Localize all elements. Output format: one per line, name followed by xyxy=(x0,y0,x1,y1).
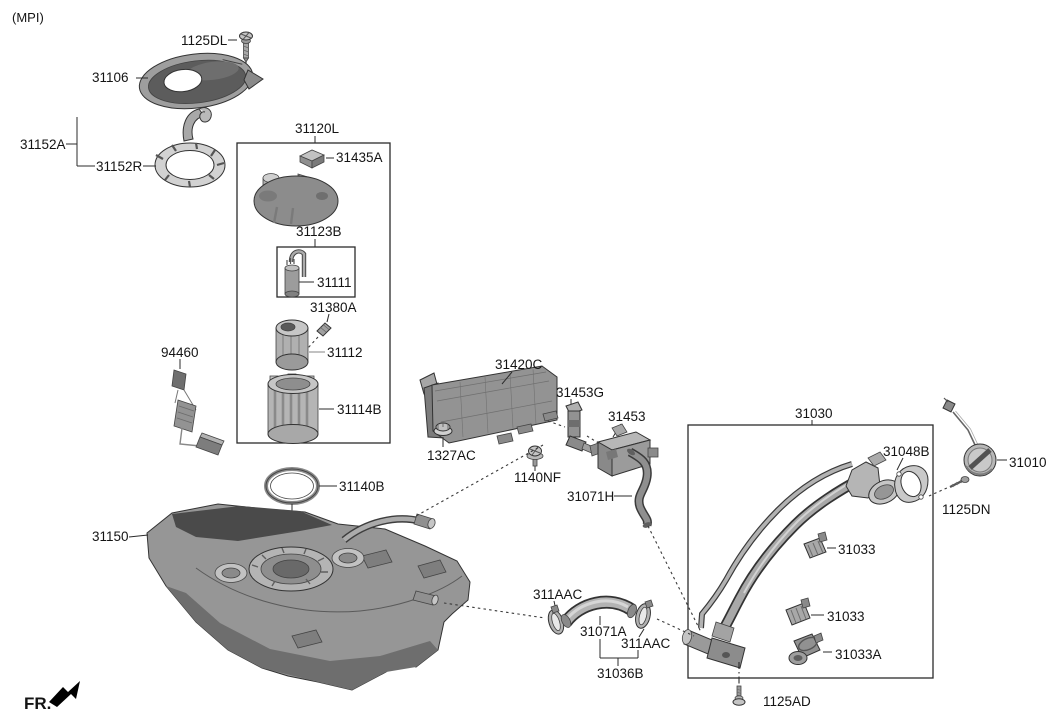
label-31106: 31106 xyxy=(92,70,129,85)
part-1125dn-screw xyxy=(949,476,970,488)
label-31453: 31453 xyxy=(608,409,646,424)
label-31010: 31010 xyxy=(1009,455,1047,470)
part-1140nf-bolt xyxy=(526,445,544,471)
group-box-31120l xyxy=(236,136,391,444)
part-31150-fuel-tank xyxy=(128,503,471,691)
fr-direction-marker: FR. xyxy=(24,681,80,713)
part-31030-filler-neck xyxy=(681,451,900,669)
part-31111-fuel-pump xyxy=(284,249,314,298)
part-1125dl-screw xyxy=(239,31,253,89)
label-31033-mid: 31033 xyxy=(827,609,865,624)
part-31048b-gasket xyxy=(894,457,929,503)
part-31435a-connector xyxy=(299,149,334,169)
label-31453g: 31453G xyxy=(556,385,604,400)
label-311aac-left: 311AAC xyxy=(533,587,583,602)
part-31033-clamp-upper xyxy=(803,531,836,559)
part-311aac-clamp-left xyxy=(547,600,565,635)
label-1125ad: 1125AD xyxy=(763,694,811,709)
label-31071h: 31071H xyxy=(567,489,614,504)
label-31048b: 31048B xyxy=(883,444,930,459)
part-31120l-pump-plate xyxy=(253,173,339,227)
label-31030: 31030 xyxy=(795,406,833,421)
label-31111: 31111 xyxy=(317,275,352,290)
part-31380a-grommet xyxy=(307,313,332,349)
part-31112-suction-filter xyxy=(275,319,325,371)
label-311aac-right: 311AAC xyxy=(621,636,671,651)
part-31106-pump-cover xyxy=(138,52,254,110)
label-31114b: 31114B xyxy=(337,402,382,417)
label-1327ac: 1327AC xyxy=(427,448,476,463)
label-1125dl: 1125DL xyxy=(181,33,228,48)
fr-label: FR. xyxy=(24,694,51,713)
part-31152r-lock-ring xyxy=(154,142,226,188)
part-31420c-canister xyxy=(419,365,559,445)
group-box-31123b xyxy=(276,239,356,298)
label-31140b: 31140B xyxy=(339,479,385,494)
label-94460: 94460 xyxy=(161,345,199,360)
part-31033-clamp-mid xyxy=(785,597,824,626)
part-31071a-filler-hose xyxy=(560,595,637,628)
part-94460-fuel-sender xyxy=(171,359,225,456)
group-box-31030 xyxy=(687,420,934,679)
leader-31036b-bracket xyxy=(599,639,639,666)
part-31106-tab xyxy=(243,69,264,90)
part-1327ac-nut xyxy=(433,422,453,447)
label-31033a: 31033A xyxy=(835,647,882,662)
label-1140nf: 1140NF xyxy=(514,470,561,485)
fr-direction-arrow-icon xyxy=(49,681,80,707)
label-31071a: 31071A xyxy=(580,624,627,639)
leader-31152a-bracket xyxy=(66,117,156,167)
label-31112: 31112 xyxy=(327,345,363,360)
part-31010-fuel-cap xyxy=(942,397,1007,477)
label-31152a: 31152A xyxy=(20,137,66,152)
label-31152r: 31152R xyxy=(96,159,143,174)
part-31033a-clamp xyxy=(788,632,832,665)
label-31033-upper: 31033 xyxy=(838,542,876,557)
assembly-dashed-lines xyxy=(415,420,950,637)
label-31380a: 31380A xyxy=(310,300,357,315)
part-31152a-strap xyxy=(182,107,212,142)
part-31114b-reservoir xyxy=(267,373,334,444)
label-31036b: 31036B xyxy=(597,666,644,681)
label-31435a: 31435A xyxy=(336,150,383,165)
label-variant: (MPI) xyxy=(12,10,44,25)
labels: (MPI) 1125DL 31106 31152A 31152R 31120L … xyxy=(12,10,1047,709)
part-31071h-vent-hose xyxy=(614,448,652,528)
label-1125dn: 1125DN xyxy=(942,502,991,517)
part-1125ad-bolt xyxy=(732,662,746,706)
label-31420c: 31420C xyxy=(495,357,543,372)
part-311aac-clamp-right xyxy=(635,599,654,638)
label-31120l: 31120L xyxy=(295,121,340,136)
label-31123b: 31123B xyxy=(296,224,342,239)
label-31150: 31150 xyxy=(92,529,129,544)
part-31453g-valve xyxy=(565,399,597,455)
